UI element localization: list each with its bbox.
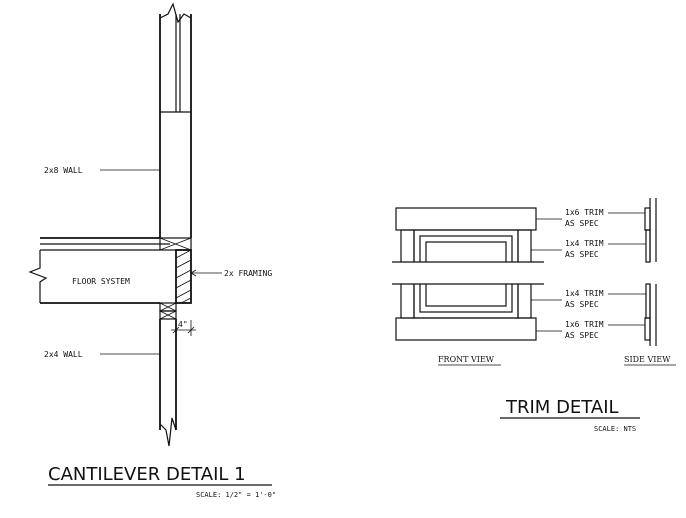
svg-text:AS SPEC: AS SPEC xyxy=(565,250,599,259)
svg-text:1x6 TRIM: 1x6 TRIM xyxy=(565,320,604,329)
label-2x-framing: 2x FRAMING xyxy=(224,269,272,278)
label-floor-system: FLOOR SYSTEM xyxy=(72,277,130,286)
trim-title: TRIM DETAIL xyxy=(505,397,619,418)
trim-callout-2: 1x4 TRIM AS SPEC xyxy=(531,239,646,259)
trim-callout-4: 1x6 TRIM AS SPEC xyxy=(536,320,645,340)
cantilever-title: CANTILEVER DETAIL 1 xyxy=(48,464,246,485)
dimension-label: 4" xyxy=(178,320,188,329)
svg-text:1x6 TRIM: 1x6 TRIM xyxy=(565,208,604,217)
svg-text:AS SPEC: AS SPEC xyxy=(565,331,599,340)
floor-system xyxy=(28,237,192,320)
svg-text:AS SPEC: AS SPEC xyxy=(565,300,599,309)
cantilever-detail: 4" 2x8 WALL FLOOR SYSTEM 2x FRAMING 2x4 … xyxy=(28,2,276,499)
trim-scale: SCALE: NTS xyxy=(594,425,636,433)
trim-callout-1: 1x6 TRIM AS SPEC xyxy=(536,208,645,228)
trim-front-view: FRONT VIEW xyxy=(380,207,555,366)
label-2x4-wall: 2x4 WALL xyxy=(44,350,83,359)
front-view-label: FRONT VIEW xyxy=(438,355,495,364)
side-view-label: SIDE VIEW xyxy=(624,355,671,364)
cantilever-scale: SCALE: 1/2" = 1'-0" xyxy=(196,491,276,499)
svg-text:AS SPEC: AS SPEC xyxy=(565,219,599,228)
trim-callout-3: 1x4 TRIM AS SPEC xyxy=(531,289,646,309)
upper-wall xyxy=(159,2,192,238)
trim-detail: FRONT VIEW SIDE VIEW 1x6 TRIM AS SPEC xyxy=(380,198,676,433)
label-2x8-wall: 2x8 WALL xyxy=(44,166,83,175)
svg-text:1x4 TRIM: 1x4 TRIM xyxy=(565,289,604,298)
svg-text:1x4 TRIM: 1x4 TRIM xyxy=(565,239,604,248)
trim-side-view: SIDE VIEW xyxy=(624,198,676,366)
lower-wall xyxy=(159,319,177,447)
dimension-4in: 4" xyxy=(171,320,196,336)
